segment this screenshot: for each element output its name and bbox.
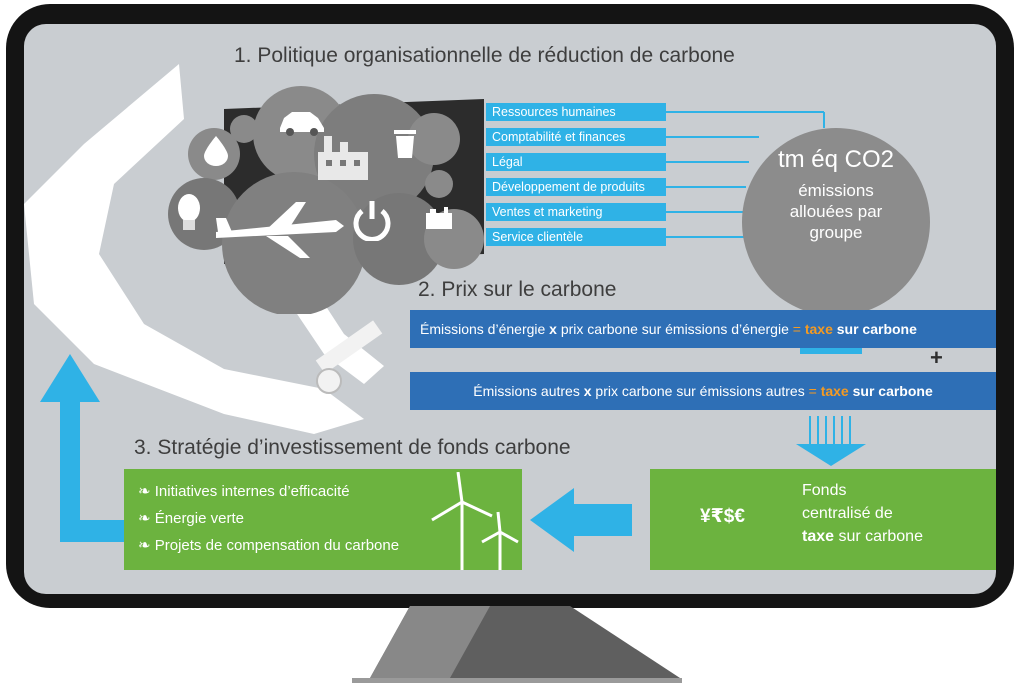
bulb-icon [178,194,200,230]
leaf-icon: ❧ [138,537,155,554]
group-bar-legal: Légal [486,153,666,171]
group-bar-accounting: Comptabilité et finances [486,128,666,146]
power-icon [353,201,391,241]
formula-other-rhs: sur carbone [848,383,933,399]
car-icon [280,112,324,136]
formula-energy-rhs: sur carbone [832,321,917,337]
fund-line1: Fonds [802,482,847,499]
fund-line2: centralisé de [802,505,893,522]
wind-turbine-icon [431,472,519,570]
drop-icon [204,136,228,166]
heading-price: 2. Prix sur le carbone [418,278,617,301]
strategy-item-offset: ❧ Projets de compensation du carbone [138,537,400,554]
screen: 1. Politique organisationnelle de réduct… [24,24,996,594]
plus-sign: + [930,345,943,370]
formula-other-x: x [583,383,592,399]
strategy-box [124,469,522,570]
factory-icon [318,136,368,180]
emissions-circle-line4: groupe [809,223,863,242]
strategy-item-green-energy: ❧ Énergie verte [138,510,244,527]
formula-energy: Émissions d’énergie x prix carbone sur é… [410,310,996,348]
formula-energy-eq: = [792,321,805,337]
fund-box [650,469,996,570]
group-bar-product-dev: Développement de produits [486,178,666,196]
group-bar-hr: Ressources humaines [486,103,666,121]
leaf-icon: ❧ [138,483,155,500]
emissions-circle [742,128,930,316]
formula-other-taxe: taxe [820,383,849,399]
currency-symbols: ¥₹$€ [700,506,745,527]
strategy-item-efficiency: ❧ Initiatives internes d’efficacité [138,483,350,500]
formula-other-eq: = [808,383,821,399]
airplane-icon [216,202,344,258]
heading-strategy: 3. Stratégie d’investissement de fonds c… [134,436,571,459]
leaf-icon: ❧ [138,510,155,527]
battery-icon [426,207,452,229]
formula-other-lhs2: prix carbone sur émissions autres [591,383,809,399]
fund-line3: taxe sur carbone [802,528,923,545]
formula-energy-taxe: taxe [804,321,833,337]
formula-energy-x: x [549,321,557,337]
formula-other-lhs1: Émissions autres [473,383,584,399]
emissions-circle-line3: allouées par [789,202,883,221]
emissions-circle-title: tm éq CO2 [777,146,895,173]
formula-energy-lhs1: Émissions d’énergie [420,321,550,337]
group-bar-customer-service: Service clientèle [486,228,666,246]
emissions-circle-line2: émissions [798,181,874,200]
monitor-stand [352,606,682,683]
trash-icon [394,130,416,158]
heading-policy: 1. Politique organisationnelle de réduct… [234,44,735,67]
formula-energy-lhs2: prix carbone sur émissions d’énergie [556,321,793,337]
formula-other: Émissions autres x prix carbone sur émis… [410,372,996,410]
group-bar-sales: Ventes et marketing [486,203,666,221]
